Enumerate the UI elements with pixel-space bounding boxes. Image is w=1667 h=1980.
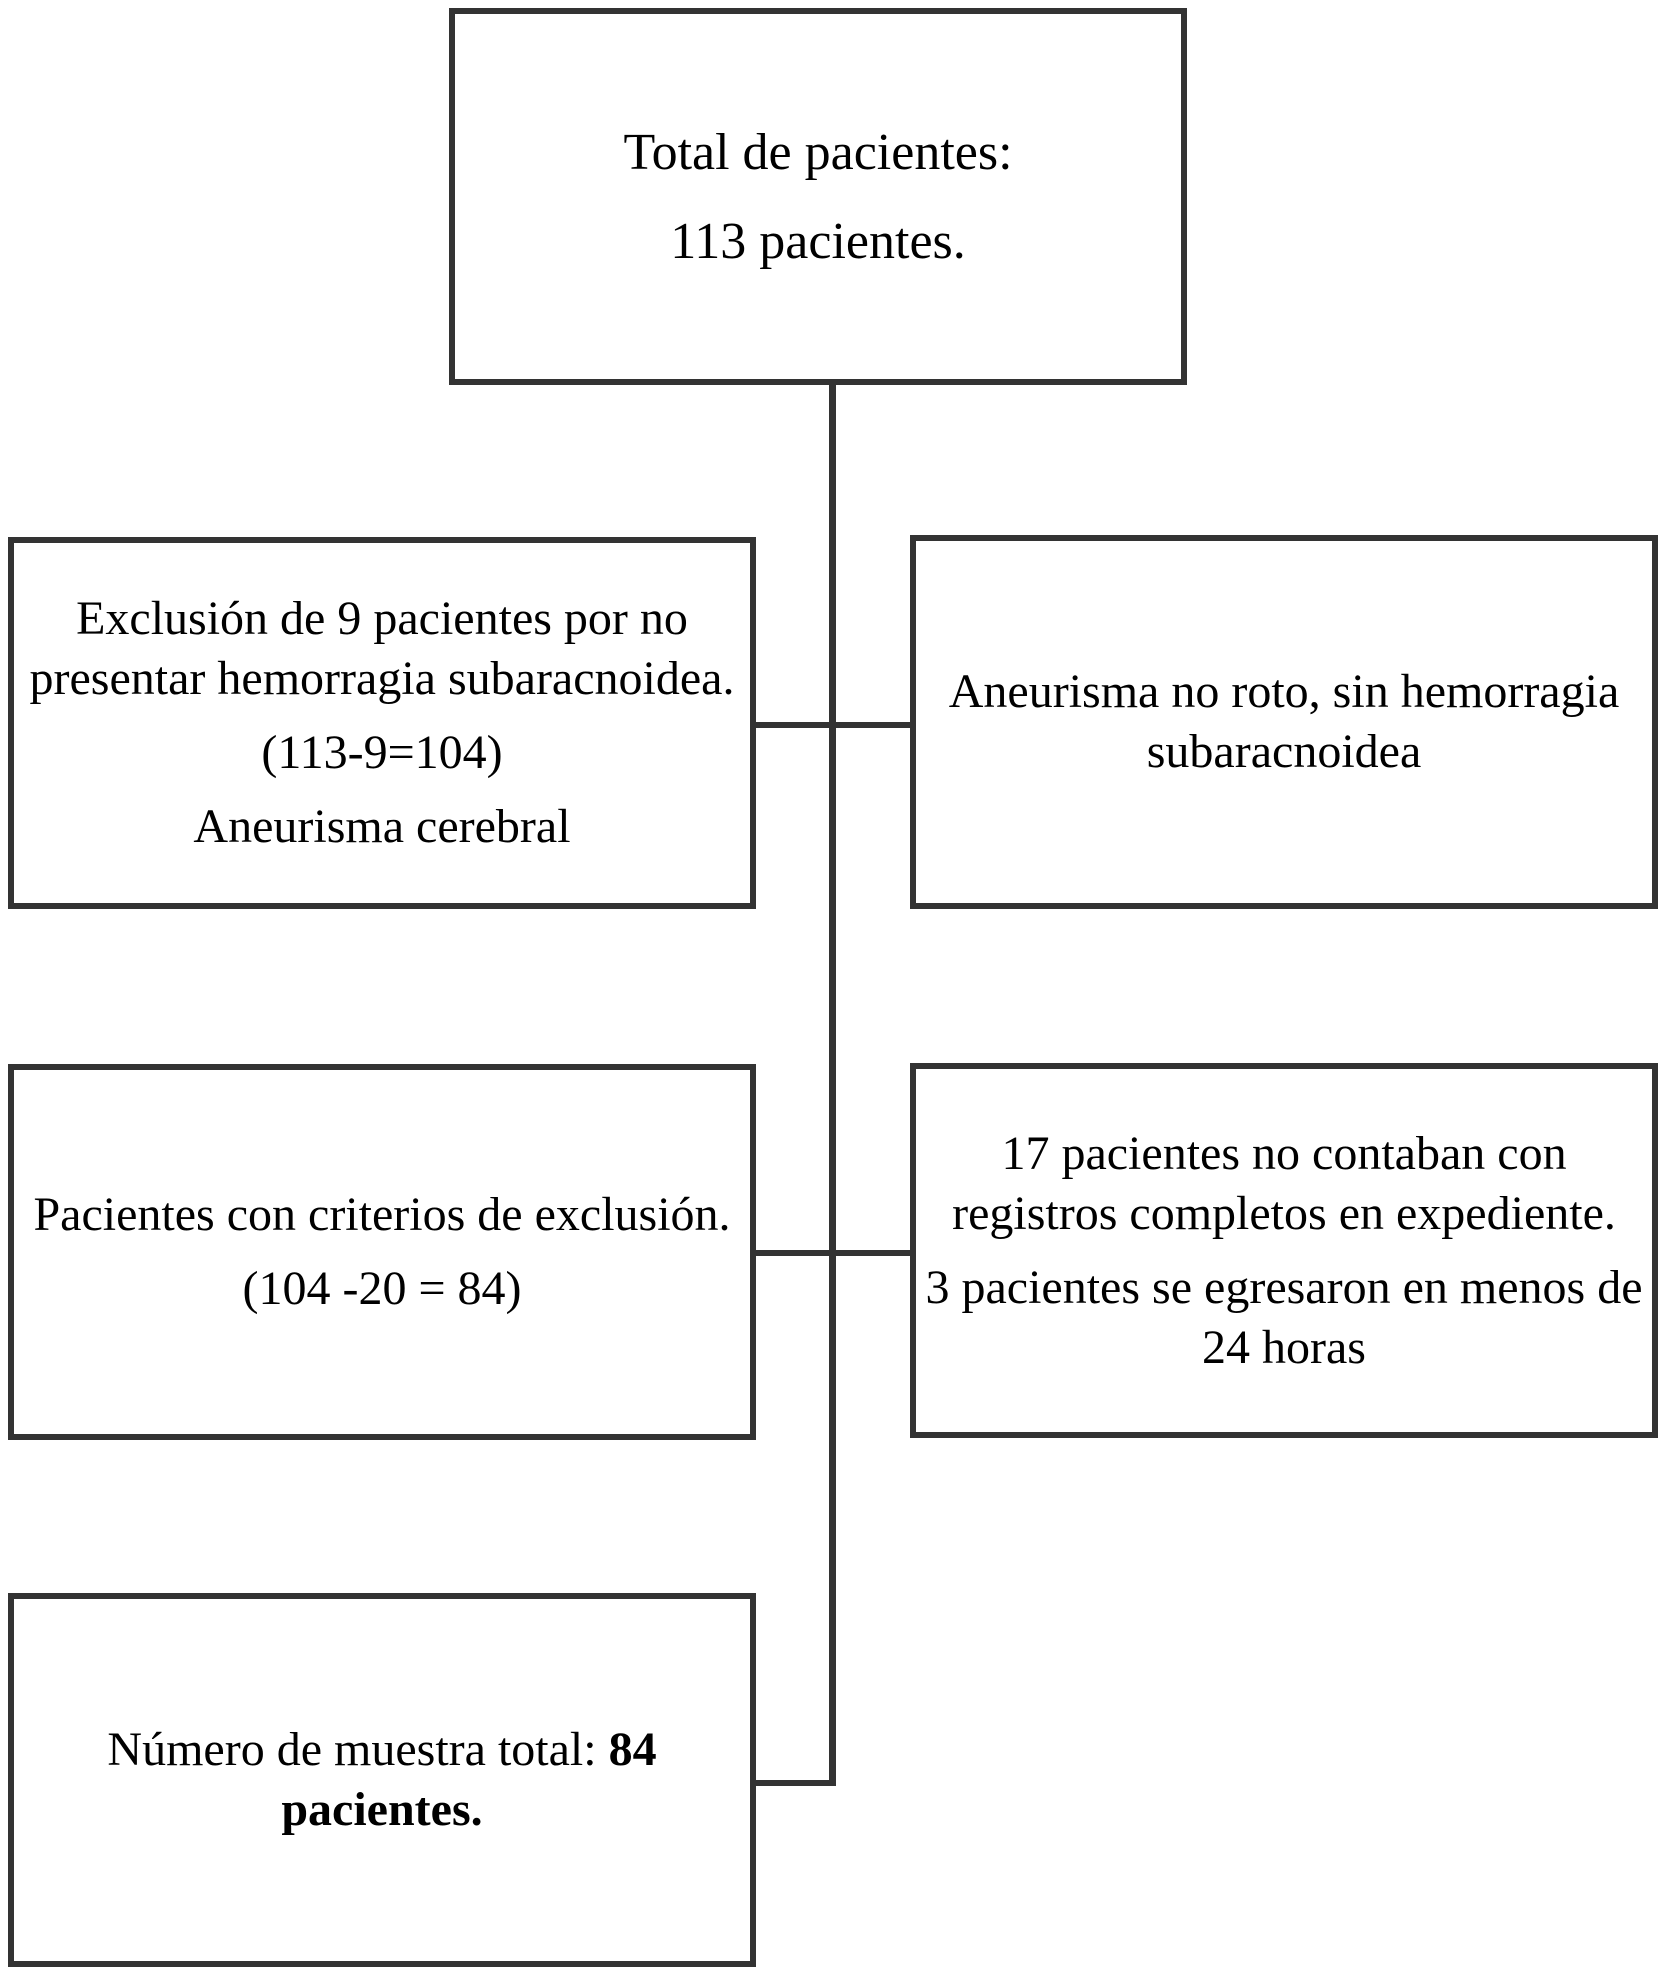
final-sample-prefix: Número de muestra total:: [107, 1723, 609, 1776]
box-exclusion-step-1: Exclusión de 9 pacientes por no presenta…: [8, 537, 756, 909]
row2-horizontal-connector: [756, 1250, 910, 1256]
exclusion1-calculation: (113-9=104): [261, 726, 503, 779]
reason2-incomplete-records: 17 pacientes no contaban con registros c…: [952, 1126, 1616, 1240]
final-sample-count-bold: 84 pacientes.: [281, 1723, 657, 1836]
exclusion2-calculation: (104 -20 = 84): [242, 1262, 522, 1315]
box-reason-unruptured-aneurysm: Aneurisma no roto, sin hemorragia subara…: [910, 535, 1658, 909]
total-patients-label: Total de pacientes:: [623, 123, 1013, 181]
exclusion1-description: Exclusión de 9 pacientes por no presenta…: [29, 592, 735, 705]
exclusion2-description: Pacientes con criterios de exclusión.: [33, 1188, 731, 1241]
box-exclusion-step-2: Pacientes con criterios de exclusión. (1…: [8, 1064, 756, 1440]
reason2-early-discharge: 3 pacientes se egresaron en menos de 24 …: [925, 1260, 1643, 1374]
box-reason-incomplete-records: 17 pacientes no contaban con registros c…: [910, 1063, 1658, 1438]
box-total-patients: Total de pacientes: 113 pacientes.: [449, 8, 1187, 385]
total-patients-count: 113 pacientes.: [670, 212, 966, 270]
final-horizontal-connector: [756, 1780, 836, 1786]
row1-horizontal-connector: [756, 722, 910, 728]
vertical-trunk-connector: [829, 385, 836, 1786]
reason1-text: Aneurisma no roto, sin hemorragia subara…: [948, 665, 1620, 778]
box-final-sample: Número de muestra total: 84 pacientes.: [8, 1593, 756, 1967]
final-sample-text: Número de muestra total: 84 pacientes.: [22, 1720, 742, 1840]
exclusion1-diagnosis: Aneurisma cerebral: [193, 800, 571, 853]
